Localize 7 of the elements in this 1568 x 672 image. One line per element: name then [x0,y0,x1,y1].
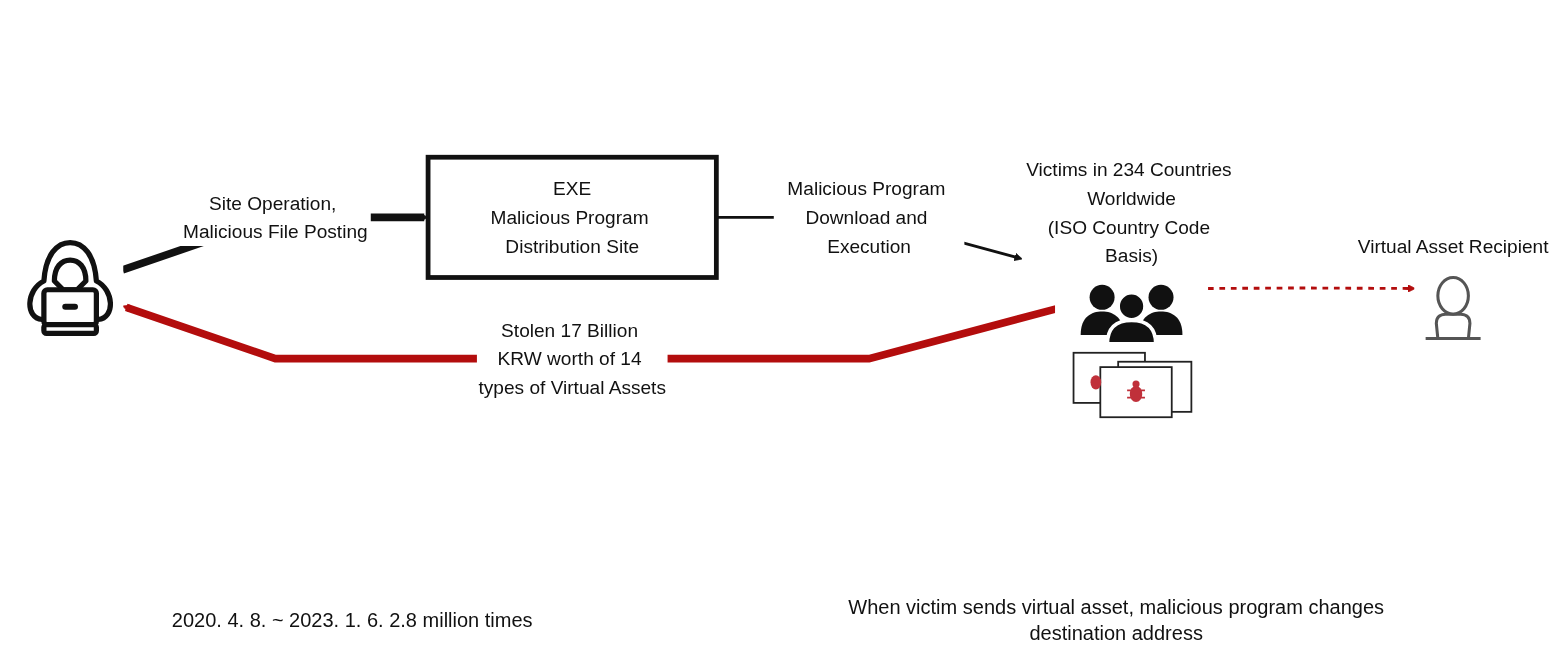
arrow [1207,284,1416,293]
note-text: 2020. 4. 8. ~ 2023. 1. 6. 2.8 million times [171,608,533,633]
note-text: When victim sends virtual asset, malicious program changes destination address [847,595,1386,646]
edge-label: Malicious Program Download and Execution [787,178,946,257]
edge-label: Site Operation, Malicious File Posting [183,192,368,243]
node-box: EXE Malicious Program Distribution Site [425,154,719,280]
edge-label: Stolen 17 Billion KRW worth of 14 types of Virtual Assets [478,319,666,398]
